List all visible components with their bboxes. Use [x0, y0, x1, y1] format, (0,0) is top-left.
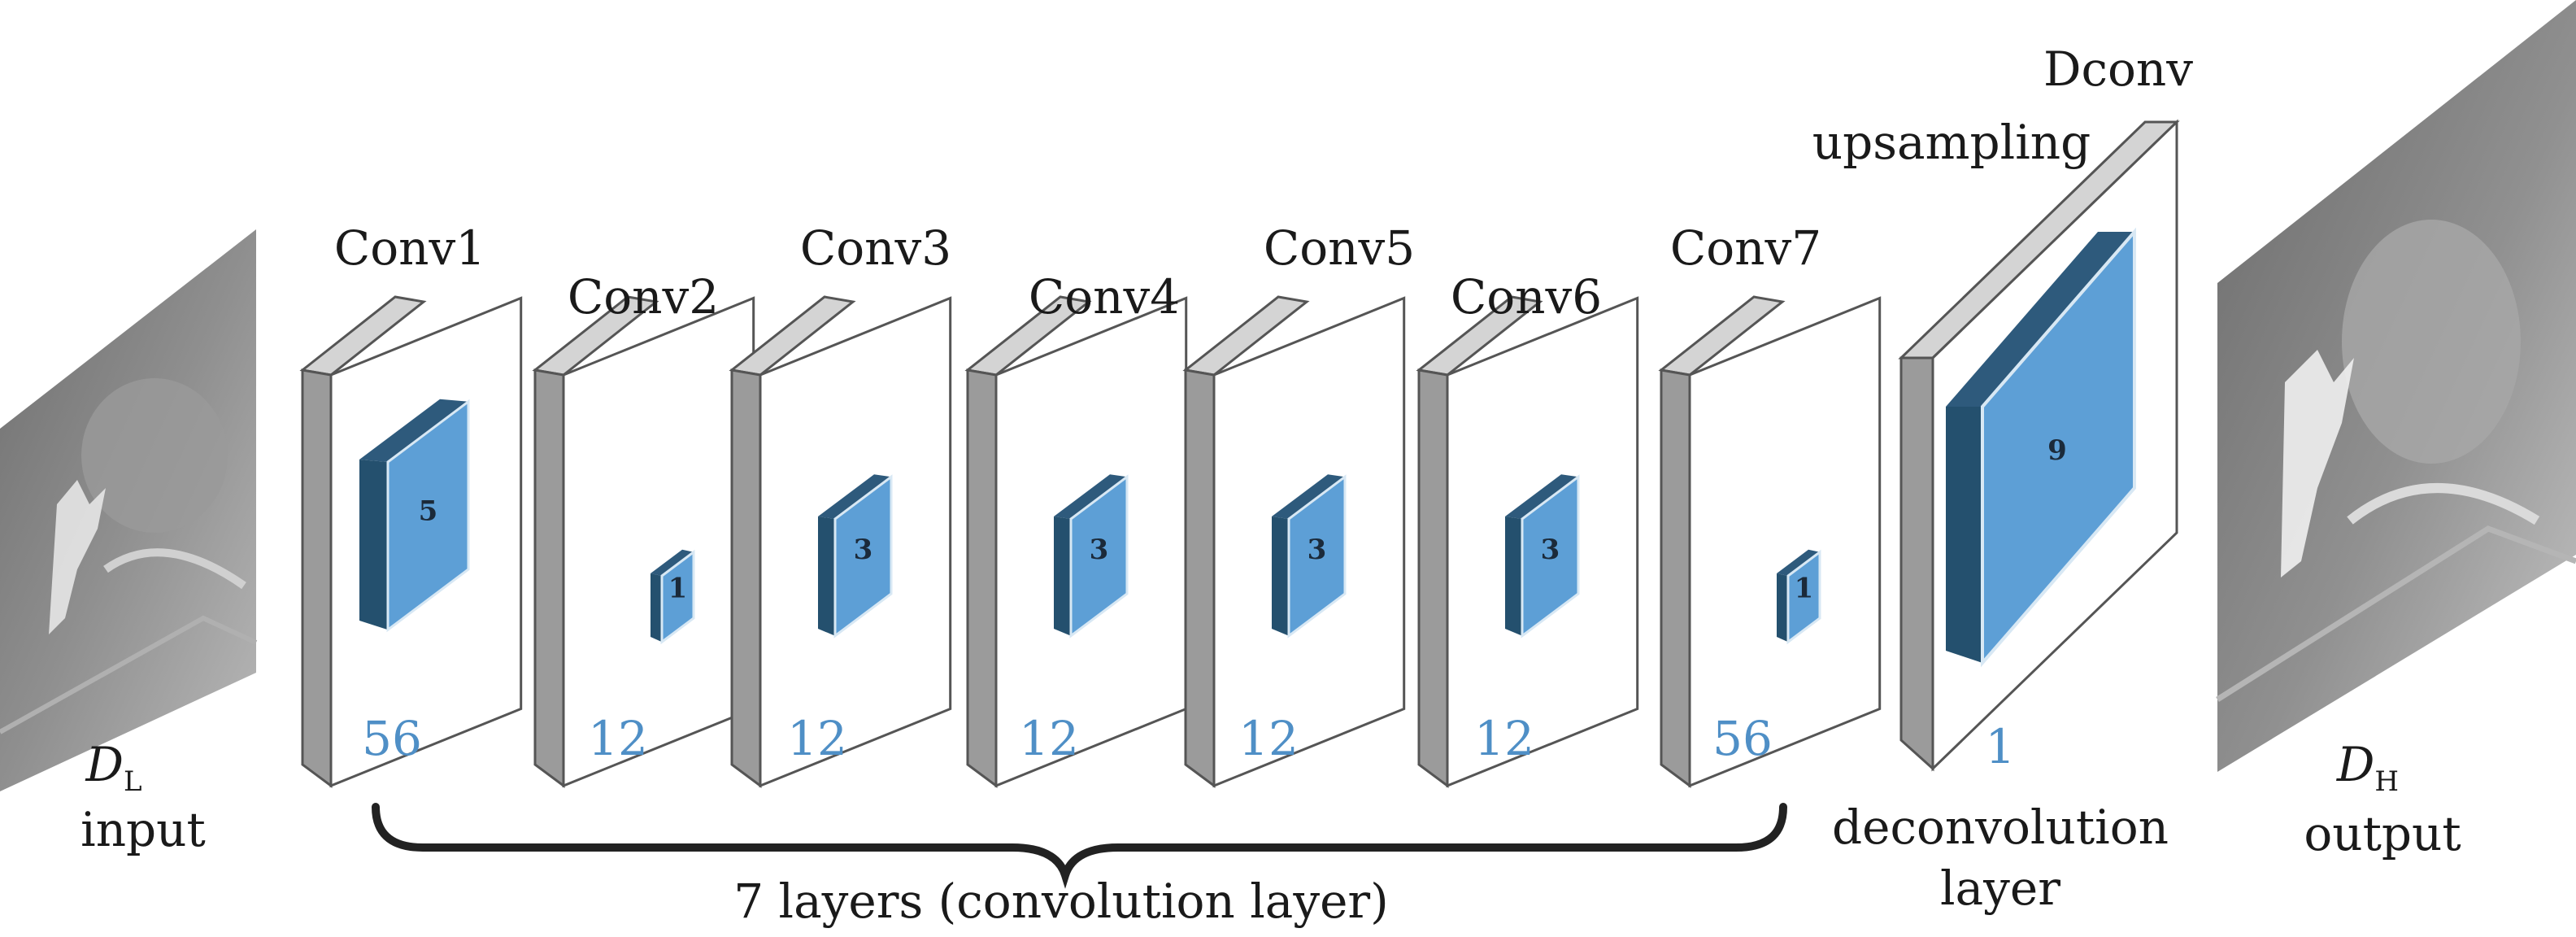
kernel-side — [1054, 516, 1071, 636]
brace-label: 7 layers (convolution layer) — [733, 874, 1389, 929]
layer-name: Conv7 — [1670, 220, 1821, 276]
kernel-top — [1054, 474, 1127, 519]
frame-edge — [966, 368, 998, 788]
kernel-side — [359, 460, 388, 630]
deconv-kernel-size: 9 — [2047, 434, 2067, 467]
conv-layer-3: 3 Conv3 12 — [729, 220, 952, 788]
kernel-face — [1069, 474, 1129, 638]
conv-layer-5: 3 Conv5 12 — [1182, 220, 1415, 788]
kernel-side — [1777, 573, 1788, 643]
frame-edge — [1184, 368, 1216, 788]
frame-edge — [1660, 368, 1691, 788]
kernel-top — [818, 474, 891, 519]
conv-layer-7: 1 Conv7 56 — [1658, 220, 1882, 788]
kernel-face — [386, 399, 470, 633]
kernel-top — [1777, 549, 1820, 576]
frame-face — [1688, 296, 1882, 788]
svg-text:DH: DH — [2336, 737, 2399, 798]
input-subscript: L — [124, 765, 142, 798]
layer-name: Conv6 — [1451, 269, 1602, 325]
frame-edge — [730, 368, 762, 788]
frame-edge — [301, 368, 333, 788]
conv-layer-6: 3 Conv6 12 — [1416, 269, 1639, 788]
kernel-face — [833, 474, 893, 638]
kernel-side — [818, 516, 835, 636]
deconv-kernel-top — [1946, 232, 2134, 407]
kernel-size: 3 — [854, 534, 873, 566]
kernel-side — [1505, 516, 1522, 636]
layer-name: Conv2 — [568, 269, 719, 325]
layer-name: Conv1 — [334, 220, 485, 276]
frame-edge — [1417, 368, 1449, 788]
deconv-frame-edge — [1899, 356, 1934, 772]
output-symbol: D — [2336, 737, 2375, 792]
layer-channels: 56 — [362, 711, 422, 766]
kernel-size: 3 — [1090, 534, 1109, 566]
layer-channels: 12 — [1019, 711, 1079, 766]
input-symbol: D — [85, 737, 124, 792]
output-caption: DH output — [2304, 737, 2461, 861]
conv-layer-1: 5 Conv1 56 — [299, 220, 523, 788]
input-image — [0, 229, 258, 791]
svg-text:DL: DL — [85, 737, 141, 798]
layer-channels: 12 — [787, 711, 847, 766]
layer-channels: 56 — [1712, 711, 1773, 766]
deconv-kernel-face — [1981, 227, 2136, 668]
layer-name: Conv4 — [1029, 269, 1180, 325]
output-image — [2216, 0, 2576, 772]
kernel-size: 3 — [1308, 534, 1327, 566]
deconv-name: Dconv — [2043, 41, 2193, 97]
kernel-size: 5 — [419, 495, 438, 527]
input-caption: DL input — [80, 737, 206, 857]
frame-edge — [533, 368, 565, 788]
deconv-layer: 9 Dconv upsampling 1 deconvolution layer — [1812, 41, 2194, 916]
input-label: input — [80, 802, 206, 857]
kernel-size: 3 — [1541, 534, 1560, 566]
output-label: output — [2304, 806, 2461, 861]
deconv-channels: 1 — [1986, 719, 2016, 774]
layer-channels: 12 — [588, 711, 648, 766]
kernel-side — [651, 573, 662, 643]
kernel-top — [359, 399, 468, 462]
conv-layer-4: 3 Conv4 12 — [964, 269, 1188, 788]
kernel-side — [1272, 516, 1289, 636]
kernel-face — [1287, 474, 1347, 638]
kernel-face — [660, 549, 695, 645]
layer-name: Conv5 — [1264, 220, 1415, 276]
layer-channels: 12 — [1238, 711, 1299, 766]
deconv-kernel-side — [1946, 407, 1982, 663]
deconv-caption-line1: deconvolution — [1832, 800, 2169, 855]
conv-layers: 5 Conv1 56 1 Conv2 12 3 Conv3 12 3 Conv4 12 3 Conv5 12… — [299, 220, 1882, 788]
kernel-face — [1521, 474, 1580, 638]
kernel-face — [1786, 549, 1821, 645]
kernel-top — [1505, 474, 1578, 519]
kernel-top — [651, 549, 694, 576]
layers-brace — [372, 803, 1787, 889]
kernel-size: 1 — [668, 572, 688, 604]
deconv-sublabel: upsampling — [1812, 115, 2091, 170]
layer-channels: 12 — [1474, 711, 1534, 766]
conv-layer-2: 1 Conv2 12 — [532, 269, 755, 788]
layer-name: Conv3 — [800, 220, 951, 276]
kernel-size: 1 — [1795, 572, 1814, 604]
kernel-top — [1272, 474, 1345, 519]
deconv-caption-line2: layer — [1940, 861, 2060, 916]
output-subscript: H — [2374, 765, 2399, 798]
